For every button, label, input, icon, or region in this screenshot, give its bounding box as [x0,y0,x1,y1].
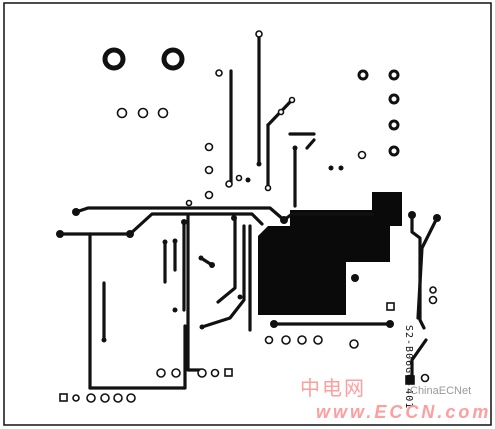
board-outline [3,2,492,426]
copper-pour [258,192,402,315]
watermark-en: ChinaECNet [410,385,472,397]
mounting-pads [102,47,185,71]
watermark-cn: 中电网 [300,376,366,400]
power-pads [357,69,400,157]
vias [56,145,441,343]
watermark-url: www.ECCN.com [316,402,492,422]
ring-pads [72,30,438,403]
traces [58,32,439,390]
square-pads [59,302,415,402]
